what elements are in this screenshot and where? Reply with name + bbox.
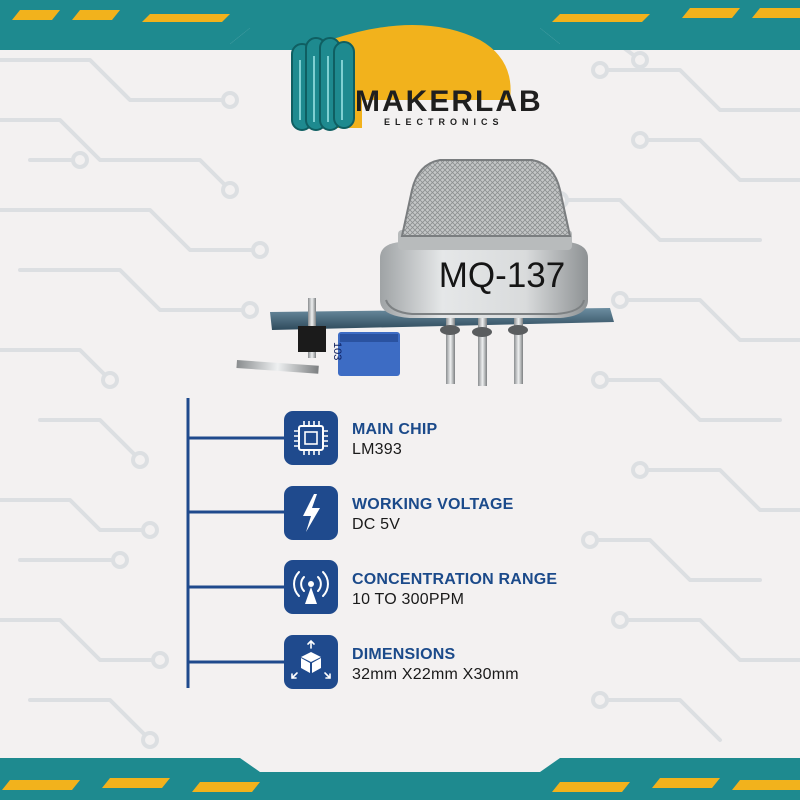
spec-value-concentration-range: 10 TO 300PPM [352,591,465,608]
spec-value-working-voltage: DC 5V [352,516,401,533]
antenna-signal-icon [284,560,338,614]
brand-name: MAKERLAB [355,85,543,118]
sensor-model-label: MQ-137 [438,256,566,295]
lightning-icon [284,486,338,540]
spec-value-dimensions: 32mm X22mm X30mm [352,666,519,683]
spec-title-working-voltage: WORKING VOLTAGE [352,496,514,513]
chip-icon [284,411,338,465]
spec-title-dimensions: DIMENSIONS [352,646,456,663]
spec-value-main-chip: LM393 [352,441,402,458]
spec-title-concentration-range: CONCENTRATION RANGE [352,571,558,588]
cube-dimensions-icon [284,635,338,689]
spec-title-main-chip: MAIN CHIP [352,421,438,438]
brand-tagline: ELECTRONICS [384,117,504,127]
